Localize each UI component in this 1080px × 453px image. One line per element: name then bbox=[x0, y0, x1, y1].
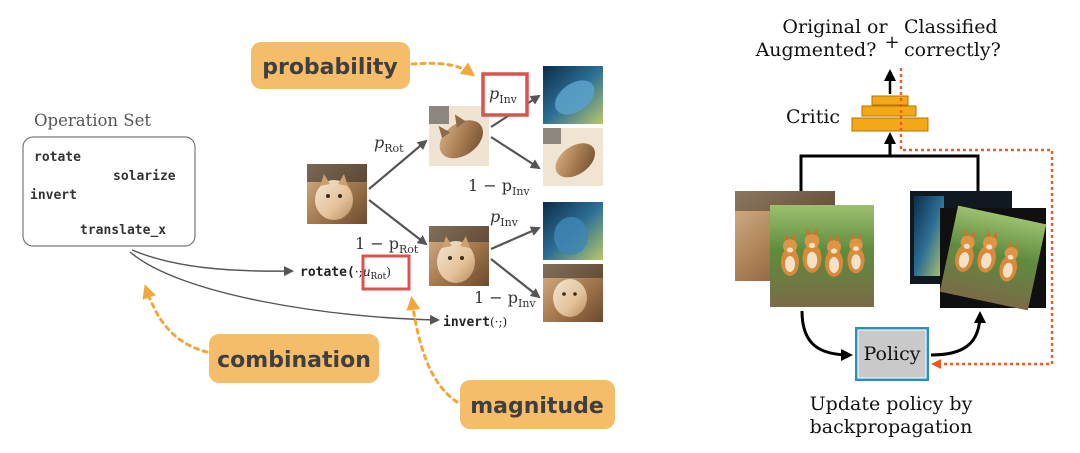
branch-inv-no-upper bbox=[490, 136, 541, 170]
probability-highlight-box bbox=[481, 72, 529, 117]
question-original-line1: Original or bbox=[782, 16, 888, 38]
rotate-function-label: rotate(·;μRot) bbox=[300, 265, 391, 282]
plus-sign: + bbox=[884, 32, 899, 53]
original-image-stack bbox=[735, 191, 874, 307]
arrow-ops-to-invert bbox=[129, 251, 440, 325]
policy-box: Policy bbox=[855, 327, 929, 381]
label-one-minus-p-rot: 1 − pRot bbox=[355, 234, 419, 256]
label-p-inv-boxed: pInv bbox=[489, 84, 518, 106]
op-solarize: solarize bbox=[113, 169, 176, 184]
rotated-cat-image bbox=[429, 106, 489, 166]
images-to-critic-connector bbox=[799, 154, 980, 194]
augmented-image-stack bbox=[910, 191, 1047, 311]
magnitude-pointer bbox=[406, 296, 459, 404]
original-to-policy-arrow bbox=[800, 310, 853, 361]
label-p-inv-lower: pInv bbox=[490, 207, 519, 229]
branch-inv-yes-lower bbox=[490, 226, 541, 251]
policy-to-augmented-arrow bbox=[930, 311, 986, 357]
label-p-rot: pRot bbox=[374, 133, 404, 155]
caption-line1: Update policy by bbox=[810, 393, 973, 415]
policy-label: Policy bbox=[864, 343, 921, 365]
branch-inv-no-lower bbox=[490, 258, 541, 299]
svg-text:magnitude: magnitude bbox=[470, 394, 604, 419]
critic-network-icon bbox=[851, 95, 929, 132]
leaf-rotated-inverted-image bbox=[543, 66, 603, 124]
branch-rot-yes bbox=[368, 139, 428, 190]
label-one-minus-p-inv-top: 1 − pInv bbox=[468, 176, 530, 198]
leaf-original-image bbox=[543, 264, 603, 322]
arrow-ops-to-rotate bbox=[131, 249, 294, 277]
op-invert: invert bbox=[30, 188, 77, 203]
question-classified-line2: correctly? bbox=[904, 39, 1001, 61]
unrotated-cat-image bbox=[429, 226, 489, 286]
operation-set-box bbox=[22, 136, 196, 247]
branch-rot-no bbox=[368, 199, 428, 246]
caption-line2: backpropagation bbox=[810, 416, 973, 438]
gradient-backprop-path bbox=[899, 68, 1054, 369]
op-translate-x: translate_x bbox=[80, 223, 166, 238]
question-classified-line1: Classified bbox=[904, 16, 998, 38]
leaf-rotated-image bbox=[543, 128, 603, 186]
source-cat-image bbox=[307, 164, 367, 224]
probability-callout: probability bbox=[251, 42, 410, 89]
label-one-minus-p-inv-bottom: 1 − pInv bbox=[474, 288, 536, 310]
svg-text:combination: combination bbox=[217, 348, 371, 373]
op-rotate: rotate bbox=[34, 150, 81, 165]
leaf-inverted-image bbox=[543, 202, 603, 260]
combination-pointer bbox=[142, 284, 209, 354]
combination-callout: combination bbox=[209, 334, 379, 383]
question-original-line2: Augmented? bbox=[755, 39, 877, 61]
magnitude-callout: magnitude bbox=[460, 380, 615, 429]
magnitude-highlight-box bbox=[361, 254, 411, 291]
invert-function-label: invert(·;) bbox=[443, 315, 507, 330]
operation-set-title: Operation Set bbox=[34, 111, 151, 130]
probability-pointer bbox=[410, 61, 476, 77]
critic-label: Critic bbox=[786, 106, 840, 128]
svg-text:probability: probability bbox=[262, 55, 398, 80]
